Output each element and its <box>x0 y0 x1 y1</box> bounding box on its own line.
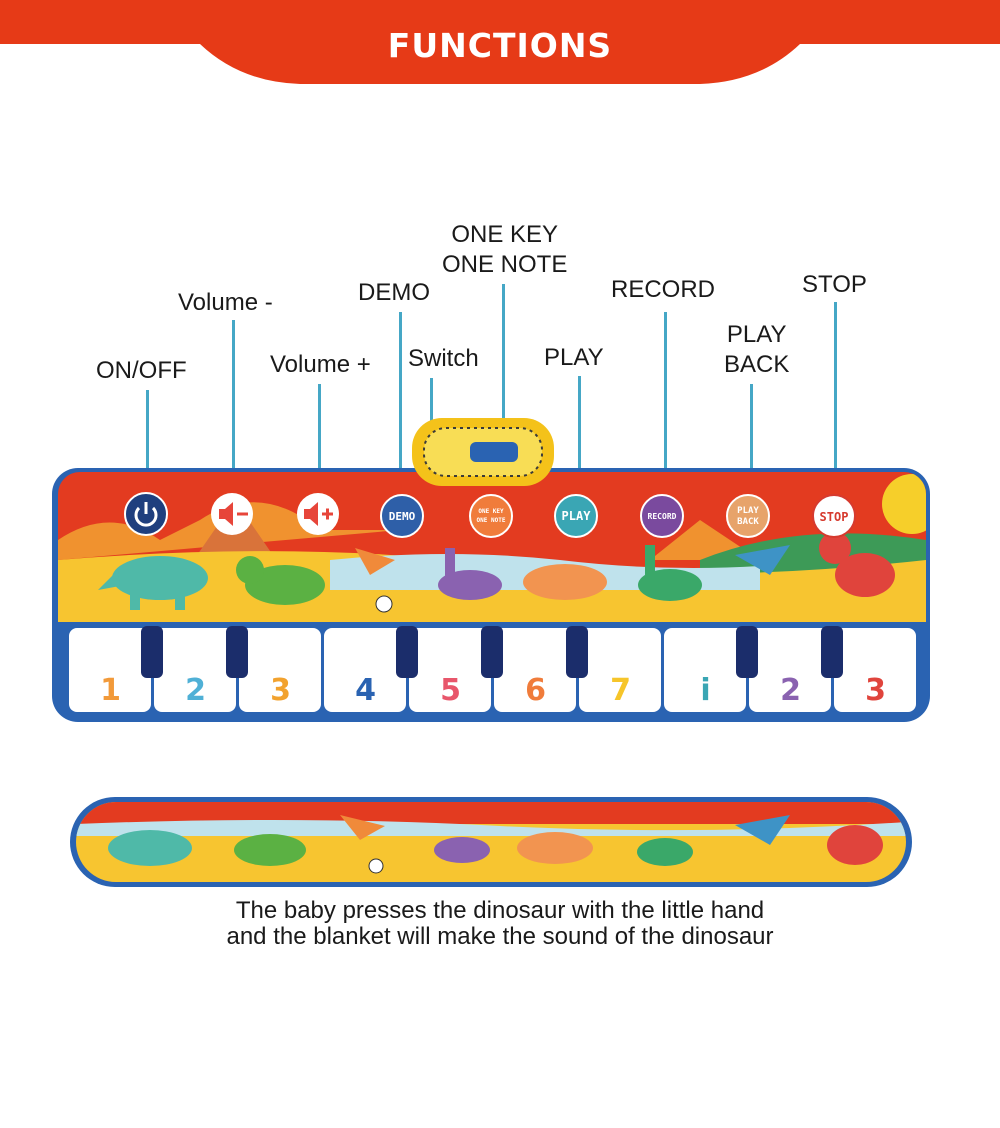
piano-key[interactable]: 2 <box>749 628 831 712</box>
leader-demo <box>399 312 402 500</box>
piano-key-number: 2 <box>185 673 206 708</box>
play-button-label: PLAY <box>562 509 592 523</box>
power-icon <box>134 502 158 527</box>
playback-button[interactable]: PLAY BACK <box>726 494 770 538</box>
black-keys <box>141 626 843 678</box>
record-button[interactable]: RECORD <box>640 494 684 538</box>
playback-label-line2: BACK <box>737 517 759 527</box>
callout-playback-line1: PLAY <box>726 321 787 348</box>
callout-one-key-line1: ONE KEY <box>451 221 559 248</box>
leader-play <box>578 376 581 496</box>
one-key-one-note-button[interactable]: ONE KEY ONE NOTE <box>469 494 513 538</box>
piano-key-number: 5 <box>440 673 461 708</box>
playback-label-line1: PLAY <box>737 506 759 516</box>
leader-volume-up <box>318 384 321 500</box>
volume-up-icon <box>304 502 333 526</box>
play-button[interactable]: PLAY <box>554 494 598 538</box>
callout-record: RECORD <box>611 276 716 303</box>
leader-one-key <box>502 284 505 494</box>
caption-line2: and the blanket will make the sound of t… <box>226 923 774 950</box>
one-key-label-line2: ONE NOTE <box>477 517 506 524</box>
dinosaur-strip <box>76 802 906 882</box>
black-piano-key[interactable] <box>141 626 163 678</box>
black-piano-key[interactable] <box>481 626 503 678</box>
leader-record <box>664 312 667 498</box>
power-button[interactable] <box>124 492 168 536</box>
piano-key[interactable]: 4 <box>324 628 406 712</box>
piano-key-number: i <box>700 673 710 708</box>
one-key-label-line1: ONE KEY <box>478 508 504 515</box>
volume-up-button[interactable] <box>297 493 339 535</box>
caption-line1: The baby presses the dinosaur with the l… <box>235 897 765 924</box>
callout-play: PLAY <box>544 344 604 371</box>
piano-key-number: 1 <box>100 673 121 708</box>
piano-key-number: 3 <box>865 673 886 708</box>
callout-volume-down: Volume - <box>178 289 273 316</box>
demo-button[interactable]: DEMO <box>380 494 424 538</box>
leader-volume-down <box>232 320 235 500</box>
volume-down-button[interactable] <box>211 493 253 535</box>
piano-key-number: 3 <box>270 673 291 708</box>
callout-one-key-line2: ONE NOTE <box>442 251 568 278</box>
volume-down-icon <box>219 502 248 526</box>
black-piano-key[interactable] <box>396 626 418 678</box>
callout-switch: Switch <box>408 345 479 372</box>
record-button-label: RECORD <box>648 512 677 521</box>
callout-stop: STOP <box>802 271 867 298</box>
piano-key[interactable]: i <box>664 628 746 712</box>
black-piano-key[interactable] <box>566 626 588 678</box>
callout-one-key-one-note: ONE KEY ONE NOTE <box>442 220 567 280</box>
piano-key-number: 2 <box>780 673 801 708</box>
leader-on-off <box>146 390 149 498</box>
piano-key[interactable]: 7 <box>579 628 661 712</box>
piano-key-number: 7 <box>610 673 631 708</box>
header-banner <box>0 0 1000 84</box>
caption: The baby presses the dinosaur with the l… <box>0 898 1000 950</box>
stop-button[interactable]: STOP <box>812 494 856 538</box>
page-title: FUNCTIONS <box>387 26 613 65</box>
piano-key[interactable]: 6 <box>494 628 576 712</box>
white-keys: 1 2 3 4 5 6 7 i 2 3 <box>69 628 916 712</box>
piano-key-number: 6 <box>525 673 546 708</box>
piano-key[interactable]: 3 <box>834 628 916 712</box>
demo-button-label: DEMO <box>389 510 416 523</box>
callout-volume-up: Volume + <box>270 351 371 378</box>
leader-switch <box>430 378 433 428</box>
control-unit <box>412 418 554 486</box>
callout-playback-line2: BACK <box>724 351 790 378</box>
piano-key-number: 4 <box>355 673 376 708</box>
callout-on-off: ON/OFF <box>96 357 187 384</box>
piano-key[interactable]: 2 <box>154 628 236 712</box>
leader-stop <box>834 302 837 502</box>
black-piano-key[interactable] <box>821 626 843 678</box>
black-piano-key[interactable] <box>226 626 248 678</box>
piano-key[interactable]: 5 <box>409 628 491 712</box>
callout-playback: PLAY BACK <box>724 320 789 380</box>
callout-demo: DEMO <box>358 279 430 306</box>
piano-key[interactable]: 1 <box>69 628 151 712</box>
leader-playback <box>750 384 753 498</box>
stop-button-label: STOP <box>820 510 849 524</box>
piano-key[interactable]: 3 <box>239 628 321 712</box>
black-piano-key[interactable] <box>736 626 758 678</box>
